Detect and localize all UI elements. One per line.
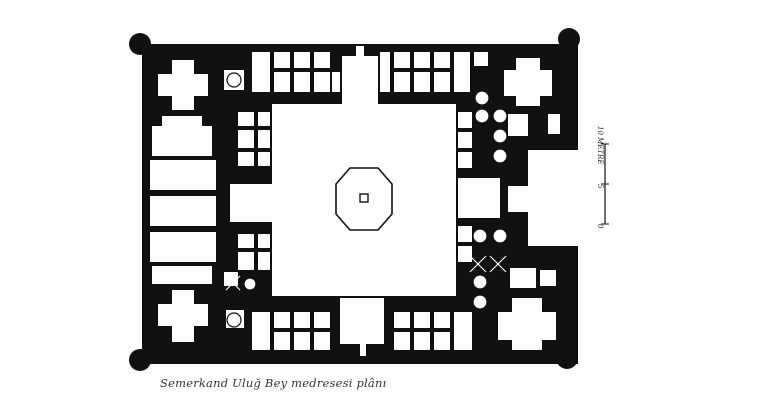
east-wing-rooms	[458, 52, 560, 288]
minaret-northeast	[558, 28, 580, 50]
vaulted-cells	[225, 255, 507, 291]
minaret-southwest	[129, 349, 151, 371]
octagon-center	[359, 193, 369, 203]
minaret-northwest	[129, 33, 151, 55]
north-portal	[342, 56, 378, 104]
scale-label-10: 10 METRE	[596, 126, 604, 164]
north-east-cells	[380, 52, 470, 92]
north-portal-step	[356, 46, 364, 56]
northwest-cruciform-hall	[158, 60, 208, 110]
minaret-southeast	[556, 347, 578, 369]
southeast-corner-hall	[498, 298, 556, 350]
north-west-cells	[252, 52, 340, 92]
south-east-cells	[394, 312, 472, 350]
south-portal	[340, 298, 384, 344]
northeast-corner-hall	[504, 58, 552, 106]
scale-label-5: 5	[596, 184, 604, 189]
west-mosque-bays	[150, 116, 216, 284]
west-dome-rooms	[226, 72, 257, 328]
scale-bar: 0 5 10 METRE	[596, 126, 609, 229]
scale-label-0: 0	[596, 224, 604, 229]
east-hall-annex	[508, 186, 528, 212]
west-iwan	[230, 184, 272, 222]
east-dome-rooms	[472, 90, 508, 310]
south-west-cells	[252, 312, 330, 350]
east-hall	[528, 150, 578, 246]
east-iwan	[458, 178, 500, 218]
southwest-cruciform-hall	[158, 290, 208, 342]
south-portal-step	[360, 344, 366, 356]
figure-caption: Semerkand Uluğ Bey medresesi plânı	[160, 376, 387, 390]
